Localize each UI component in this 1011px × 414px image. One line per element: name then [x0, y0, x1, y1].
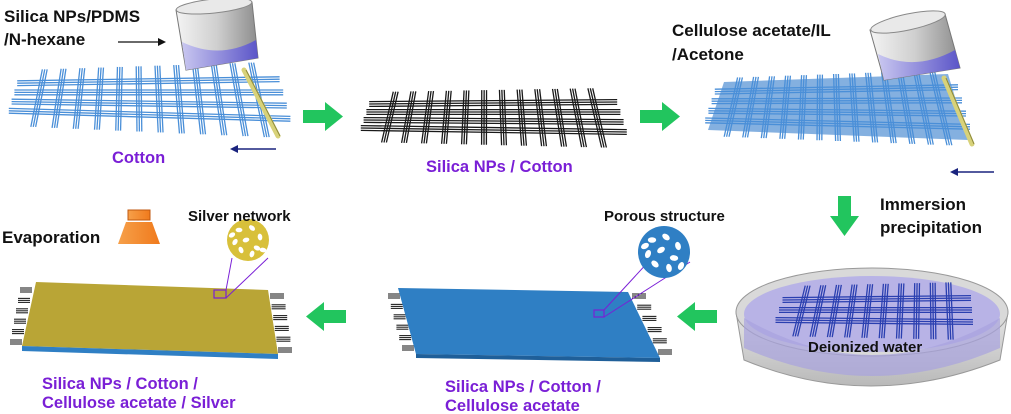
direction-arrow-1	[230, 145, 276, 153]
immersed-mesh	[775, 282, 974, 340]
silica-cotton-mesh	[360, 88, 627, 148]
label-silica-pdms-2: /N-hexane	[4, 30, 85, 49]
label-step6-1: Silica NPs / Cotton /	[42, 375, 198, 393]
flow-arrow-left-2	[306, 302, 346, 331]
label-step6-2: Cellulose acetate / Silver	[42, 394, 236, 412]
label-silica-cotton: Silica NPs / Cotton	[426, 158, 573, 176]
cellulose-membrane	[398, 288, 660, 362]
label-step5-1: Silica NPs / Cotton /	[445, 378, 601, 396]
pour-arrow-1	[118, 38, 166, 46]
fringe-step5	[388, 293, 672, 355]
cellulose-coated-mesh	[705, 70, 975, 147]
evaporation-source-icon	[118, 209, 160, 244]
flow-arrow-left-1	[677, 302, 717, 331]
label-silica-pdms-1: Silica NPs/PDMS	[4, 7, 140, 26]
silver-network-icon	[227, 219, 269, 261]
label-step5-2: Cellulose acetate	[445, 397, 580, 414]
label-immersion-2: precipitation	[880, 218, 982, 237]
flow-arrow-down	[830, 196, 859, 236]
label-cotton: Cotton	[112, 149, 165, 167]
beaker-icon	[869, 10, 961, 81]
zoom-marker-porous	[593, 309, 605, 318]
label-cellulose-2: /Acetone	[672, 45, 744, 64]
label-porous-structure: Porous structure	[604, 208, 725, 225]
cotton-mesh	[8, 62, 291, 139]
porous-structure-icon	[638, 226, 690, 278]
label-silver-network: Silver network	[188, 208, 291, 225]
label-deionized-water: Deionized water	[808, 339, 922, 356]
label-cellulose-1: Cellulose acetate/IL	[672, 21, 831, 40]
direction-arrow-3	[950, 168, 994, 176]
zoom-marker-silver	[213, 289, 227, 299]
label-evaporation: Evaporation	[2, 228, 100, 247]
beaker-icon	[175, 0, 259, 71]
fringe-step6	[10, 287, 292, 353]
flow-arrow-right-2	[640, 102, 680, 131]
silver-membrane	[22, 282, 278, 359]
label-immersion-1: Immersion	[880, 195, 966, 214]
flow-arrow-right-1	[303, 102, 343, 131]
